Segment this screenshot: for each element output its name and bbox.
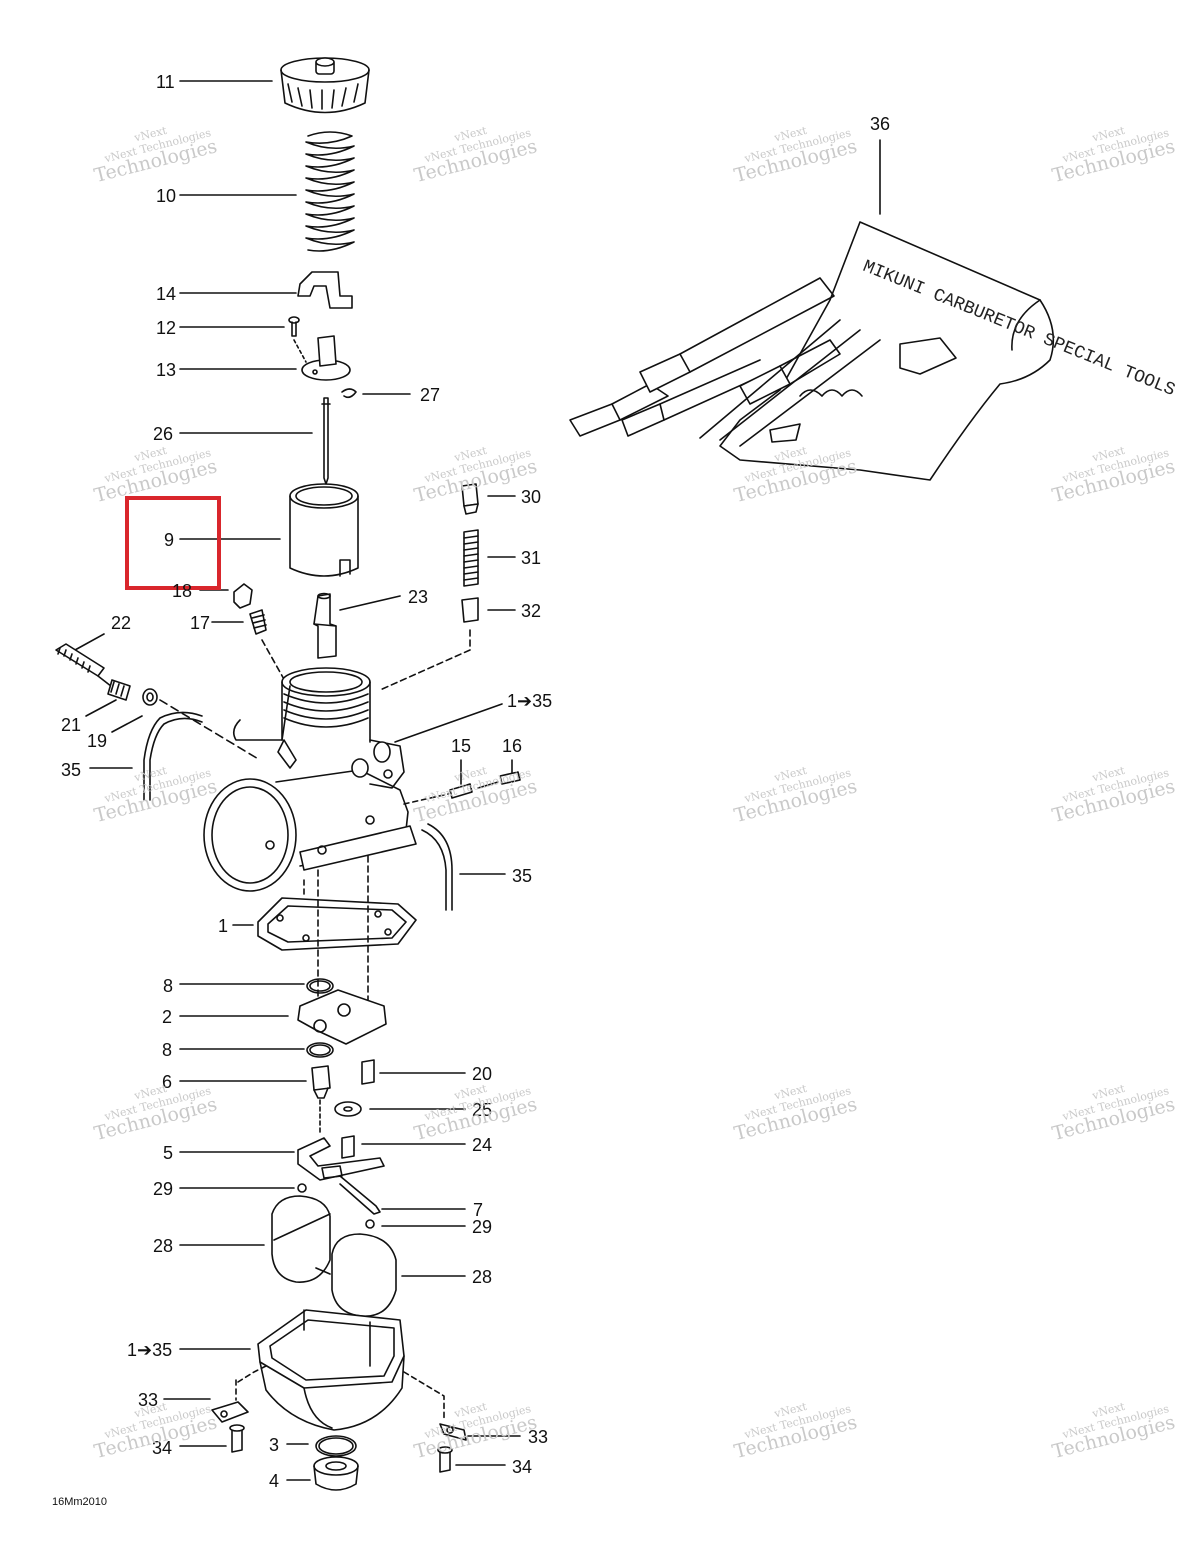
callout-6: 6: [162, 1072, 173, 1092]
callout-22: 22: [111, 613, 132, 633]
callout-29-right: 29: [472, 1217, 493, 1237]
callout-29-left: 29: [153, 1179, 174, 1199]
callout-7: 7: [473, 1200, 484, 1220]
callout-5: 5: [163, 1143, 174, 1163]
callout-35-left: 35: [61, 760, 82, 780]
callout-28-left: 28: [153, 1236, 174, 1256]
idle-screw-parts: [55, 643, 261, 761]
callout-11: 11: [156, 72, 175, 92]
callout-24: 24: [472, 1135, 493, 1155]
callout-10: 10: [156, 186, 177, 206]
callout-33-left: 33: [138, 1390, 159, 1410]
callout-23: 23: [408, 587, 429, 607]
callout-32: 32: [521, 601, 542, 621]
adjust-screw-parts: [403, 771, 521, 805]
o-ring-and-baffle-parts: [297, 978, 387, 1058]
needle-jet-part: [313, 592, 337, 659]
screw-part: [288, 316, 307, 363]
drawing-code: 16Mm2010: [52, 1496, 108, 1508]
starter-plunger-part: [233, 583, 291, 691]
callout-1-to-35-lower: 1➔35: [127, 1340, 173, 1360]
highlighted-callout-box: [125, 496, 221, 590]
callout-35-right: 35: [512, 866, 533, 886]
float-arm-part: [297, 1137, 385, 1229]
callout-9: 9: [164, 530, 175, 550]
callout-8-lower: 8: [162, 1040, 173, 1060]
callout-30: 30: [521, 487, 542, 507]
vent-tubes: [143, 711, 453, 911]
float-parts: [271, 1195, 397, 1317]
main-jet-part: [311, 1059, 375, 1133]
callout-20: 20: [472, 1064, 493, 1084]
pilot-air-screw-parts: [379, 483, 479, 691]
callout-8-upper: 8: [163, 976, 174, 996]
bowl-fasteners: [211, 1401, 467, 1491]
callout-17: 17: [190, 613, 211, 633]
cap-part: [280, 57, 370, 114]
carburetor-body: [203, 667, 417, 892]
callout-15: 15: [451, 736, 472, 756]
jet-needle-part: [321, 397, 331, 485]
callout-25: 25: [472, 1100, 493, 1120]
callout-12: 12: [156, 318, 177, 338]
callout-36: 36: [870, 114, 891, 134]
spring-part: [305, 131, 355, 252]
callout-3: 3: [269, 1435, 280, 1455]
callout-14: 14: [156, 284, 177, 304]
callout-2: 2: [162, 1007, 173, 1027]
callout-4: 4: [269, 1471, 280, 1491]
callout-27: 27: [420, 385, 441, 405]
float-bowl-gasket: [257, 855, 417, 1001]
callout-31: 31: [521, 548, 542, 568]
callout-1: 1: [218, 916, 229, 936]
callout-34-left: 34: [152, 1438, 173, 1458]
callout-26: 26: [153, 424, 174, 444]
washer-and-valve-seat: [334, 1101, 362, 1159]
callout-1-to-35-upper: 1➔35: [507, 691, 553, 711]
callout-33-right: 33: [528, 1427, 549, 1447]
callout-16: 16: [502, 736, 523, 756]
callout-21: 21: [61, 715, 82, 735]
float-bowl: [235, 1309, 445, 1431]
special-tools-kit: [569, 221, 1055, 481]
callout-13: 13: [156, 360, 177, 380]
leader-lines: [74, 80, 881, 1481]
callout-28-right: 28: [472, 1267, 493, 1287]
circlip-part: [341, 388, 357, 399]
callout-19: 19: [87, 731, 108, 751]
needle-plate-part: [301, 335, 351, 381]
retainer-clip-part: [297, 271, 353, 309]
throttle-valve-part: [289, 483, 359, 577]
callout-18: 18: [172, 581, 193, 601]
callout-34-right: 34: [512, 1457, 533, 1477]
